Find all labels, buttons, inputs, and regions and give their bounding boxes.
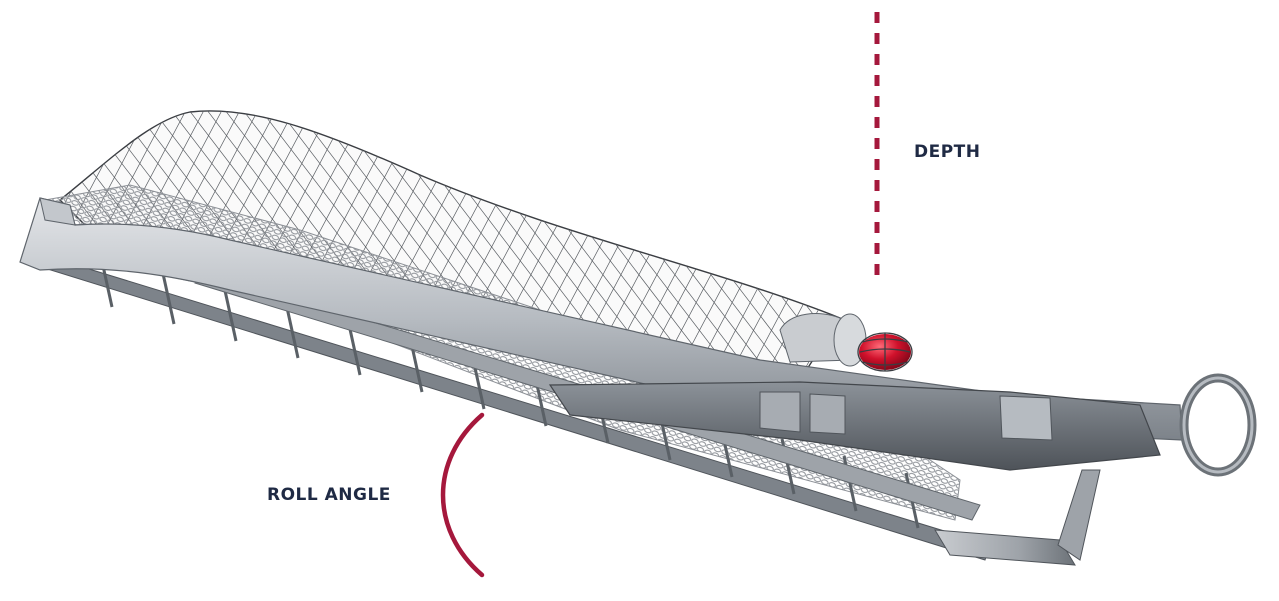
frame-rung xyxy=(222,285,238,342)
mesh-line xyxy=(1030,80,1210,420)
mesh-line xyxy=(904,80,1164,420)
roll-angle-label: ROLL ANGLE xyxy=(267,485,391,505)
mesh-line xyxy=(958,80,1218,420)
mesh-line xyxy=(868,80,1048,420)
mesh-line xyxy=(1084,80,1264,420)
mesh-line xyxy=(940,80,1120,420)
mesh-line xyxy=(958,80,1138,420)
mesh-line xyxy=(759,110,840,380)
sled-plate xyxy=(548,381,1161,471)
mesh-line xyxy=(886,80,1066,420)
roll-angle-arc xyxy=(440,412,485,578)
mesh-line xyxy=(904,80,1084,420)
mesh-line xyxy=(1012,80,1192,420)
mesh-line xyxy=(1066,80,1279,420)
mesh-line xyxy=(994,80,1254,420)
mesh-line xyxy=(1084,80,1279,420)
lower-skid xyxy=(934,469,1101,566)
caged-red-light-icon xyxy=(779,313,913,372)
mesh-line xyxy=(886,80,1146,420)
frame-rung xyxy=(160,268,176,325)
mesh-line xyxy=(1102,80,1279,420)
mesh-line xyxy=(868,80,1128,420)
mesh-line xyxy=(940,80,1200,420)
mesh-line xyxy=(831,110,840,380)
mesh-line xyxy=(0,80,12,420)
mesh-line xyxy=(813,110,840,380)
mesh-line xyxy=(1048,80,1228,420)
mesh-line xyxy=(1030,80,1279,420)
mesh-line xyxy=(0,80,22,420)
mesh-line xyxy=(994,80,1174,420)
mesh-line xyxy=(976,80,1236,420)
mesh-line xyxy=(1102,80,1279,420)
mesh-line xyxy=(777,110,840,380)
mesh-line xyxy=(1048,80,1279,420)
mesh-line xyxy=(922,80,1182,420)
frame-rung xyxy=(284,302,300,359)
depth-label: DEPTH xyxy=(914,142,981,162)
mesh-line xyxy=(976,80,1156,420)
main-beam xyxy=(19,197,1183,441)
mesh-line xyxy=(922,80,1102,420)
tow-ring-icon xyxy=(1179,373,1257,477)
mesh-line xyxy=(795,110,840,380)
mesh-line xyxy=(0,80,4,420)
mesh-line xyxy=(813,110,840,380)
mesh-line xyxy=(1066,80,1246,420)
mesh-line xyxy=(1012,80,1272,420)
